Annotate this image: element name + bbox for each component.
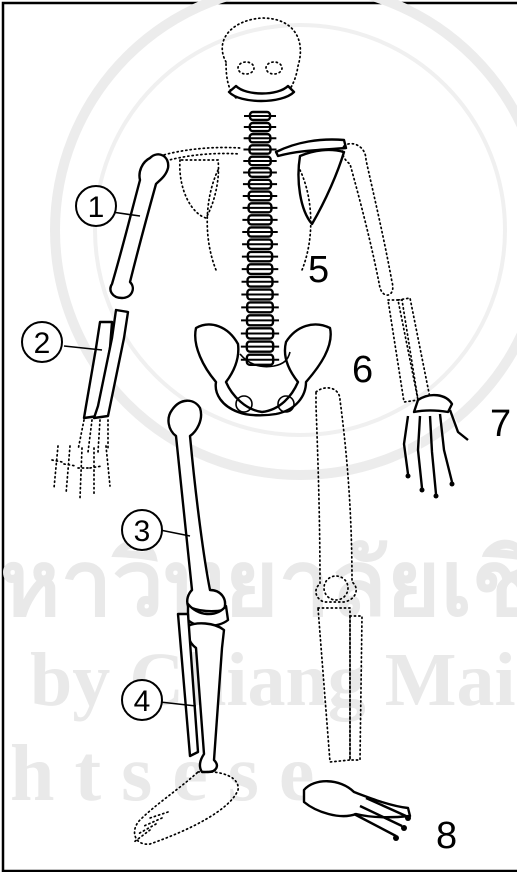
label-2-group: 2 xyxy=(22,322,62,362)
watermark-by-line: by Chiang Mai U xyxy=(30,638,517,722)
label-4: 4 xyxy=(134,685,151,718)
humerus-solid xyxy=(110,154,168,298)
label-2: 2 xyxy=(34,327,51,360)
label-5: 5 xyxy=(308,249,329,291)
watermark-thai-line: หาวิทยาลัยเชี xyxy=(0,533,517,635)
vertebral-column xyxy=(241,112,279,365)
watermark-rights-line: h t s e s e xyxy=(10,730,314,818)
label-6: 6 xyxy=(352,349,373,391)
label-3-group: 3 xyxy=(122,510,162,550)
scapula-left-outline xyxy=(180,160,219,218)
label-8: 8 xyxy=(436,815,457,857)
label-3: 3 xyxy=(134,515,151,548)
label-4-group: 4 xyxy=(122,680,162,720)
label-7: 7 xyxy=(490,403,511,445)
foot-right-solid xyxy=(304,781,411,841)
label-1-group: 1 xyxy=(76,186,116,226)
hand-left-outline xyxy=(52,420,110,498)
label-1: 1 xyxy=(88,191,105,224)
